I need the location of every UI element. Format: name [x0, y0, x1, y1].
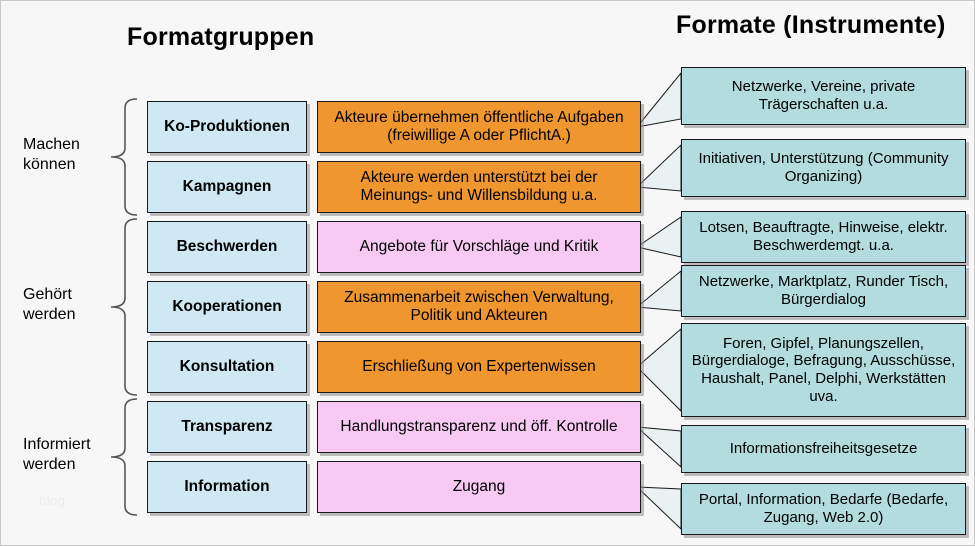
instrument-box-6-label: Portal, Information, Bedarfe (Bedarfe, Z…	[698, 491, 949, 526]
format-box-3[interactable]: Zusammenarbeit zwischen Verwaltung, Poli…	[317, 281, 641, 333]
instrument-box-6[interactable]: Portal, Information, Bedarfe (Bedarfe, Z…	[681, 483, 966, 535]
formatgruppe-box-0-label: Ko-Produktionen	[164, 117, 290, 135]
formatgruppe-box-3-label: Kooperationen	[172, 297, 282, 315]
instrument-box-2-label: Lotsen, Beauftragte, Hinweise, elektr. B…	[699, 219, 948, 254]
format-box-1-label: Akteure werden unterstützt bei der Meinu…	[360, 168, 598, 204]
formatgruppe-box-6-label: Information	[184, 477, 270, 495]
callout-tail-2	[635, 216, 682, 258]
instrument-box-4[interactable]: Foren, Gipfel, Planungszellen, Bürgerdia…	[681, 323, 966, 417]
callout-tail-6	[635, 486, 682, 531]
formatgruppe-box-4-label: Konsultation	[179, 357, 275, 375]
formatgruppe-box-3[interactable]: Kooperationen	[147, 281, 307, 333]
group-brace-2	[110, 398, 138, 516]
format-box-2-label: Angebote für Vorschläge und Kritik	[359, 237, 599, 255]
formatgruppe-box-1-label: Kampagnen	[182, 177, 272, 195]
group-brace-1	[110, 218, 138, 396]
format-box-3-label: Zusammenarbeit zwischen Verwaltung, Poli…	[344, 288, 614, 324]
instrument-box-3-label: Netzwerke, Marktplatz, Runder Tisch, Bür…	[698, 273, 949, 308]
formatgruppe-box-1[interactable]: Kampagnen	[147, 161, 307, 213]
callout-tail-5	[635, 426, 682, 469]
format-box-2[interactable]: Angebote für Vorschläge und Kritik	[317, 221, 641, 273]
bracket-label-2: Informiert werden	[23, 436, 91, 473]
bracket-label-1: Gehört werden	[23, 286, 76, 323]
instrument-box-1-label: Initiativen, Unterstützung (Community Or…	[698, 150, 949, 185]
page-title-formatgruppen: Formatgruppen	[127, 23, 315, 51]
format-box-1[interactable]: Akteure werden unterstützt bei der Meinu…	[317, 161, 641, 213]
format-box-4[interactable]: Erschließung von Expertenwissen	[317, 341, 641, 393]
callout-tail-1	[635, 143, 682, 192]
callout-tail-3	[635, 269, 682, 312]
callout-tail-0	[635, 71, 682, 128]
formatgruppe-box-5-label: Transparenz	[181, 417, 273, 435]
instrument-box-0-label: Netzwerke, Vereine, private Trägerschaft…	[731, 78, 916, 113]
instrument-box-4-label: Foren, Gipfel, Planungszellen, Bürgerdia…	[691, 334, 956, 405]
format-box-0[interactable]: Akteure übernehmen öffentliche Aufgaben …	[317, 101, 641, 153]
instrument-box-5-label: Informationsfreiheitsgesetze	[729, 440, 918, 458]
formatgruppe-box-6[interactable]: Information	[147, 461, 307, 513]
format-box-5[interactable]: Handlungstransparenz und öff. Kontrolle	[317, 401, 641, 453]
page-title-formate: Formate (Instrumente)	[676, 11, 946, 39]
instrument-box-2[interactable]: Lotsen, Beauftragte, Hinweise, elektr. B…	[681, 211, 966, 263]
formatgruppe-box-2-label: Beschwerden	[176, 237, 278, 255]
watermark: blog	[39, 493, 66, 508]
group-brace-0	[110, 98, 138, 216]
format-box-4-label: Erschließung von Expertenwissen	[362, 357, 596, 375]
formatgruppe-box-5[interactable]: Transparenz	[147, 401, 307, 453]
formatgruppe-box-4[interactable]: Konsultation	[147, 341, 307, 393]
formatgruppe-box-2[interactable]: Beschwerden	[147, 221, 307, 273]
formatgruppe-box-0[interactable]: Ko-Produktionen	[147, 101, 307, 153]
format-box-5-label: Handlungstransparenz und öff. Kontrolle	[340, 417, 618, 435]
format-box-6-label: Zugang	[452, 477, 506, 495]
format-box-0-label: Akteure übernehmen öffentliche Aufgaben …	[334, 108, 624, 144]
bracket-label-0: Machen können	[23, 136, 80, 173]
instrument-box-5[interactable]: Informationsfreiheitsgesetze	[681, 425, 966, 473]
instrument-box-3[interactable]: Netzwerke, Marktplatz, Runder Tisch, Bür…	[681, 265, 966, 317]
instrument-box-0[interactable]: Netzwerke, Vereine, private Trägerschaft…	[681, 67, 966, 125]
callout-tail-4	[636, 327, 682, 413]
format-box-6[interactable]: Zugang	[317, 461, 641, 513]
instrument-box-1[interactable]: Initiativen, Unterstützung (Community Or…	[681, 139, 966, 197]
